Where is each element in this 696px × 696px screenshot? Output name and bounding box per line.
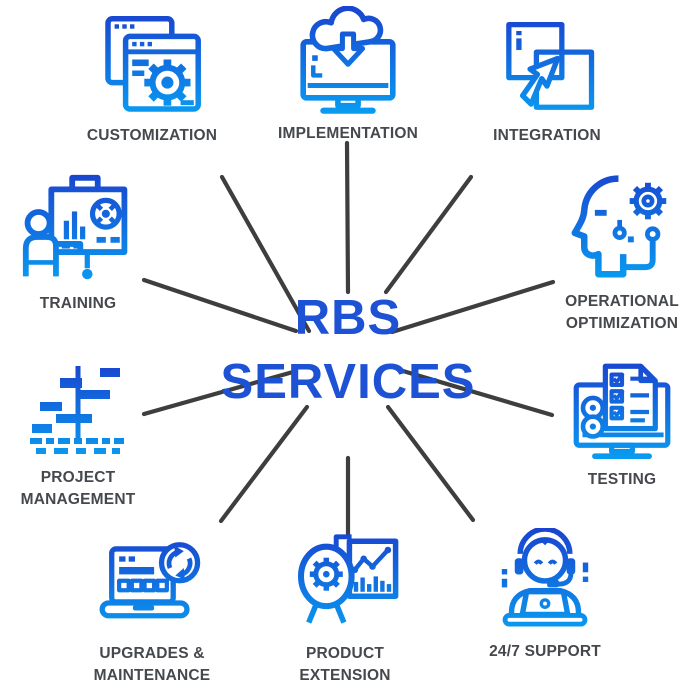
headset-agent-laptop-icon [491,526,599,636]
service-label: IMPLEMENTATION [278,125,418,142]
mind-gear-chart-icon [290,528,400,638]
service-label: INTEGRATION [493,127,601,144]
connector-line [400,368,555,418]
service-node-training: TRAINING [0,172,178,315]
presentation-trainer-icon [20,172,136,288]
gantt-chart-icon [28,362,128,462]
windows-cursor-icon [494,14,600,120]
service-node-integration: INTEGRATION [447,14,647,147]
head-gear-circuit-icon [563,168,681,286]
page-title: RBS SERVICES [0,287,696,414]
connector-line [141,277,299,334]
title-line-1: RBS [294,291,402,345]
connector-line [344,140,351,295]
service-label: CUSTOMIZATION [86,127,218,144]
connector-line [141,369,296,417]
service-node-testing: TESTING [522,360,696,491]
service-label: TESTING [587,471,657,488]
checklist-monitor-icon [570,360,674,464]
windows-gear-icon [97,10,207,120]
service-node-upgrades-maintenance: UPGRADES &MAINTENANCE [52,532,252,688]
service-label: TRAINING [39,295,117,312]
service-node-24-7-support: 24/7 SUPPORT [445,526,645,663]
laptop-sync-icon [99,532,205,638]
title-line-2: SERVICES [220,354,476,409]
service-node-customization: CUSTOMIZATION [52,10,252,147]
service-label: 24/7 SUPPORT [489,643,601,660]
service-label: UPGRADES &MAINTENANCE [93,645,211,685]
service-node-implementation: IMPLEMENTATION [248,5,448,145]
cloud-download-monitor-icon [292,5,404,118]
connector-line [218,404,310,524]
connector-line [383,174,474,295]
connector-line [219,174,312,334]
connector-line [389,279,556,335]
connector-line [385,404,476,523]
